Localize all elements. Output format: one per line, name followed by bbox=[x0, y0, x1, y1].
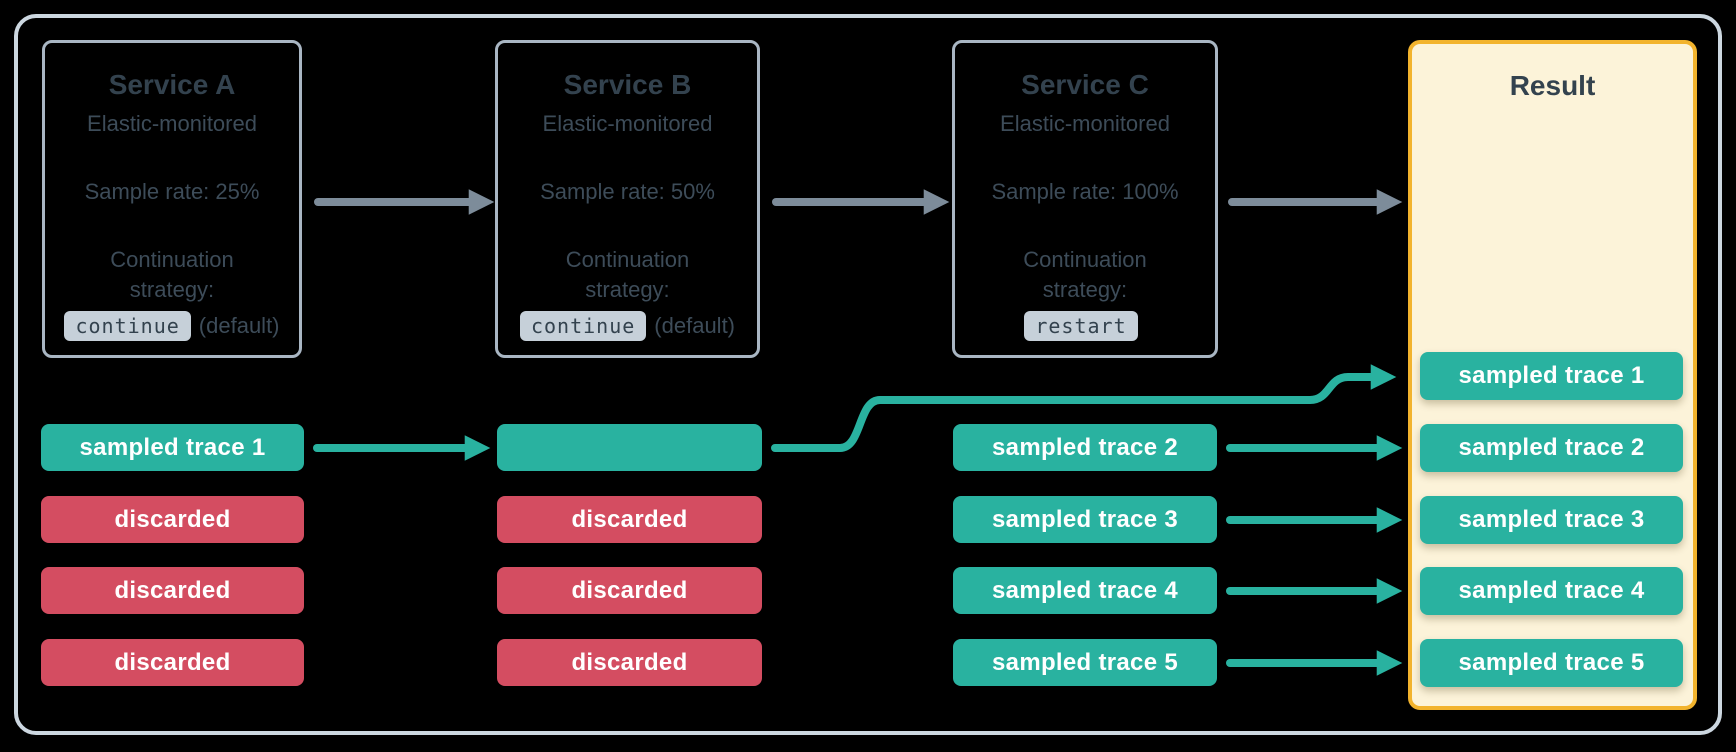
result-sampled-trace-1: sampled trace 1 bbox=[1420, 352, 1683, 400]
lane-c-sampled-trace-4: sampled trace 4 bbox=[953, 567, 1217, 614]
service-b-title: Service B bbox=[563, 69, 692, 100]
result-sampled-trace-5: sampled trace 5 bbox=[1420, 639, 1683, 687]
service-a-strategy-value: continue (default) bbox=[64, 311, 280, 341]
result-title: Result bbox=[1509, 70, 1596, 101]
service-b-strategy-value: continue (default) bbox=[519, 311, 736, 341]
result-sampled-trace-3: sampled trace 3 bbox=[1420, 496, 1683, 544]
diagram-outer-frame bbox=[14, 14, 1722, 735]
service-b-strategy-code-chip: continue bbox=[519, 311, 647, 341]
service-a-monitoring: Elastic-monitored bbox=[87, 111, 257, 136]
lane-b-discarded-3: discarded bbox=[497, 639, 762, 686]
lane-a-discarded-2: discarded bbox=[41, 567, 304, 614]
lane-b-sampled-trace-unlabeled bbox=[497, 424, 762, 471]
service-c-strategy-code-chip: restart bbox=[1024, 311, 1138, 341]
service-c-title: Service C bbox=[1021, 69, 1149, 100]
service-c-strategy-label: Continuation strategy: bbox=[1023, 247, 1147, 302]
service-a-strategy-code-chip: continue bbox=[64, 311, 191, 341]
service-b-strategy-note: (default) bbox=[654, 313, 736, 338]
service-c-monitoring: Elastic-monitored bbox=[1000, 111, 1170, 136]
lane-c-sampled-trace-5: sampled trace 5 bbox=[953, 639, 1217, 686]
result-sampled-trace-2: sampled trace 2 bbox=[1420, 424, 1683, 472]
service-b-strategy-label: Continuation strategy: bbox=[565, 247, 690, 302]
service-b-monitoring: Elastic-monitored bbox=[542, 111, 713, 136]
service-c-sample-rate: Sample rate: 100% bbox=[991, 179, 1179, 204]
service-c-box: Service C Elastic-monitored Sample rate:… bbox=[952, 40, 1218, 358]
lane-c-sampled-trace-3: sampled trace 3 bbox=[953, 496, 1217, 543]
service-c-strategy-value: restart bbox=[1024, 311, 1145, 341]
result-sampled-trace-4: sampled trace 4 bbox=[1420, 567, 1683, 615]
service-a-title: Service A bbox=[108, 69, 236, 100]
lane-c-sampled-trace-2: sampled trace 2 bbox=[953, 424, 1217, 471]
service-b-sample-rate: Sample rate: 50% bbox=[540, 179, 715, 204]
service-a-sample-rate: Sample rate: 25% bbox=[84, 179, 260, 204]
lane-a-discarded-3: discarded bbox=[41, 639, 304, 686]
service-a-box: Service A Elastic-monitored Sample rate:… bbox=[42, 40, 302, 358]
lane-b-discarded-1: discarded bbox=[497, 496, 762, 543]
service-a-strategy-label: Continuation strategy: bbox=[110, 247, 234, 302]
lane-b-discarded-2: discarded bbox=[497, 567, 762, 614]
lane-a-discarded-1: discarded bbox=[41, 496, 304, 543]
service-b-box: Service B Elastic-monitored Sample rate:… bbox=[495, 40, 760, 358]
lane-a-sampled-trace-1: sampled trace 1 bbox=[41, 424, 304, 471]
service-a-strategy-note: (default) bbox=[198, 313, 280, 338]
